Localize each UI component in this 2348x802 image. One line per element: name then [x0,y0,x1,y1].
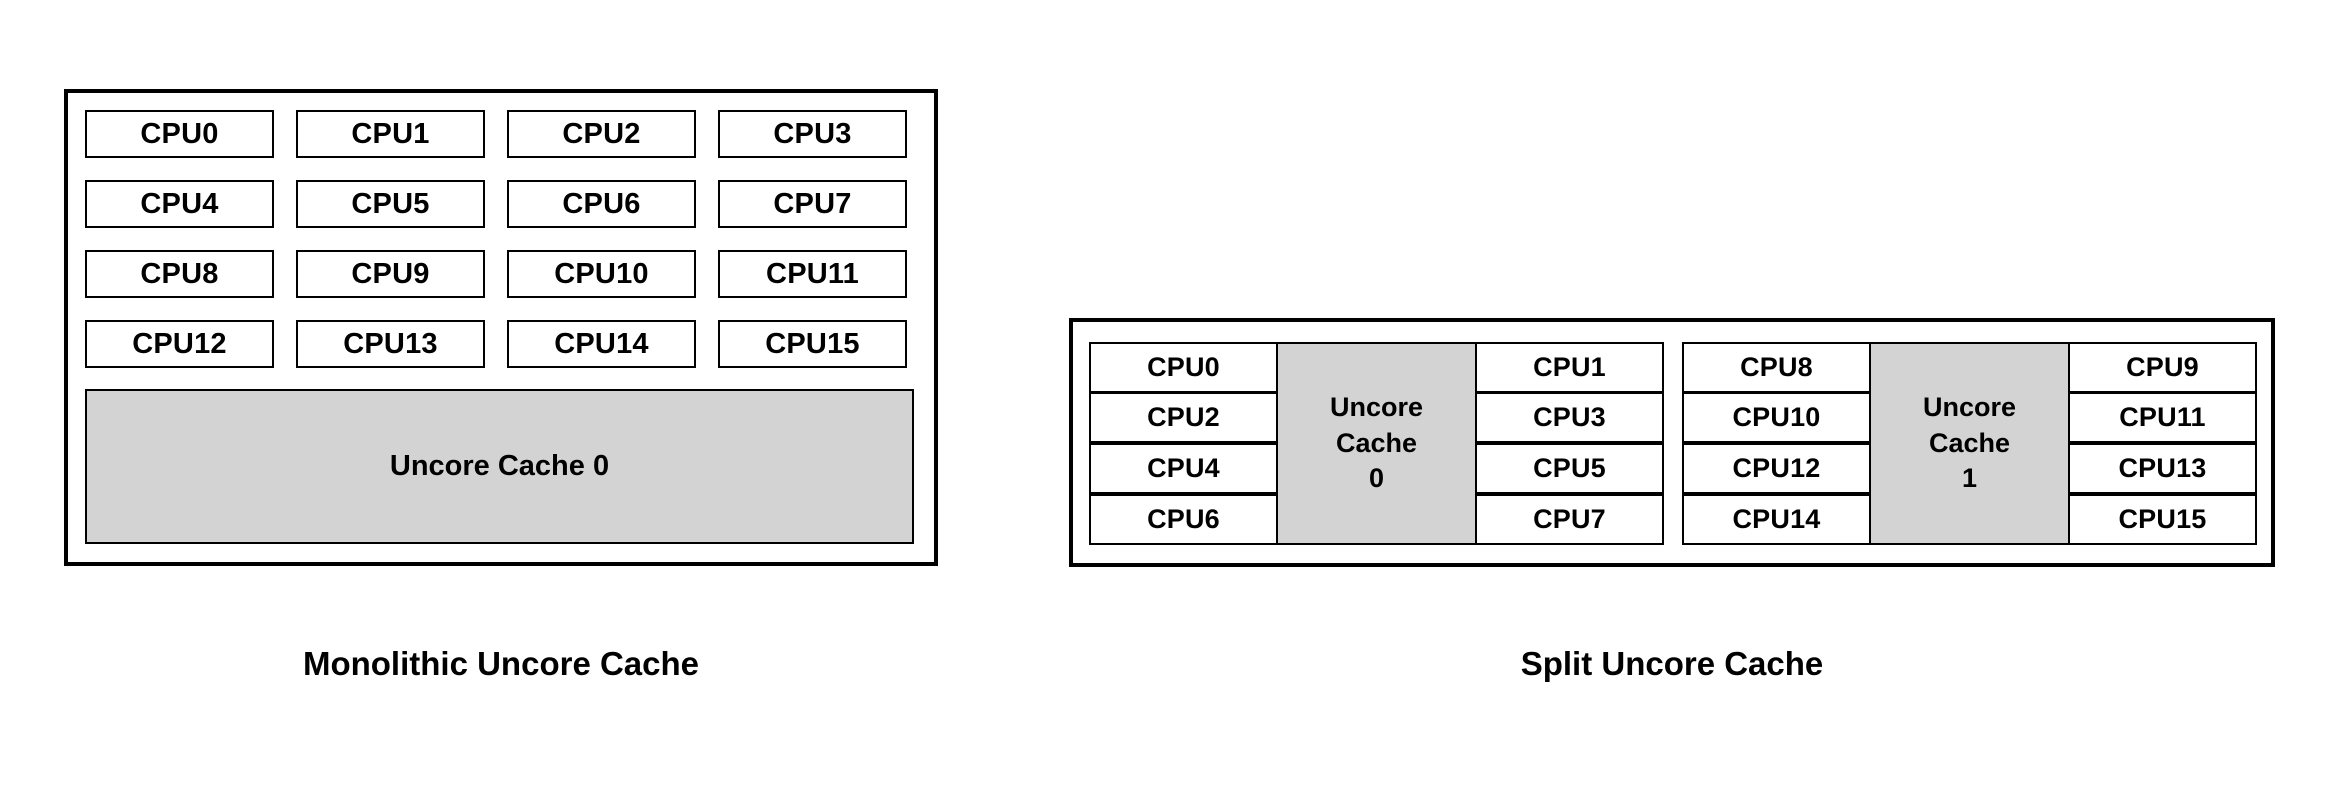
cpu-box: CPU6 [1089,494,1278,545]
cpu-box: CPU1 [296,110,485,158]
cpu-box: CPU7 [718,180,907,228]
cpu-box: CPU15 [718,320,907,368]
cpu-box: CPU14 [1682,494,1871,545]
cpu-box: CPU8 [1682,342,1871,393]
cpu-box: CPU7 [1475,494,1664,545]
monolithic-uncore-cache-diagram: CPU0 CPU1 CPU2 CPU3 CPU4 CPU5 CPU6 CPU7 … [64,89,938,566]
cpu-box: CPU5 [1475,443,1664,494]
cpu-box: CPU13 [2068,443,2257,494]
cpu-box: CPU3 [1475,392,1664,443]
cpu-box: CPU14 [507,320,696,368]
cpu-box: CPU0 [1089,342,1278,393]
cpu-box: CPU4 [1089,443,1278,494]
cpu-box: CPU15 [2068,494,2257,545]
cpu-box: CPU10 [1682,392,1871,443]
uncore-cache-box: Uncore Cache 0 [85,389,914,544]
cpu-box: CPU13 [296,320,485,368]
cpu-box: CPU4 [85,180,274,228]
monolithic-caption: Monolithic Uncore Cache [302,645,700,682]
cpu-box: CPU5 [296,180,485,228]
cpu-box: CPU1 [1475,342,1664,393]
cpu-box: CPU2 [507,110,696,158]
cpu-box: CPU8 [85,250,274,298]
cpu-box: CPU9 [2068,342,2257,393]
cpu-box: CPU11 [718,250,907,298]
cpu-box: CPU3 [718,110,907,158]
split-caption: Split Uncore Cache [1520,645,1824,682]
cpu-box: CPU12 [1682,443,1871,494]
cpu-box: CPU11 [2068,392,2257,443]
cpu-box: CPU10 [507,250,696,298]
cpu-box: CPU6 [507,180,696,228]
cpu-box: CPU0 [85,110,274,158]
cpu-box: CPU9 [296,250,485,298]
cpu-box: CPU2 [1089,392,1278,443]
cpu-box: CPU12 [85,320,274,368]
